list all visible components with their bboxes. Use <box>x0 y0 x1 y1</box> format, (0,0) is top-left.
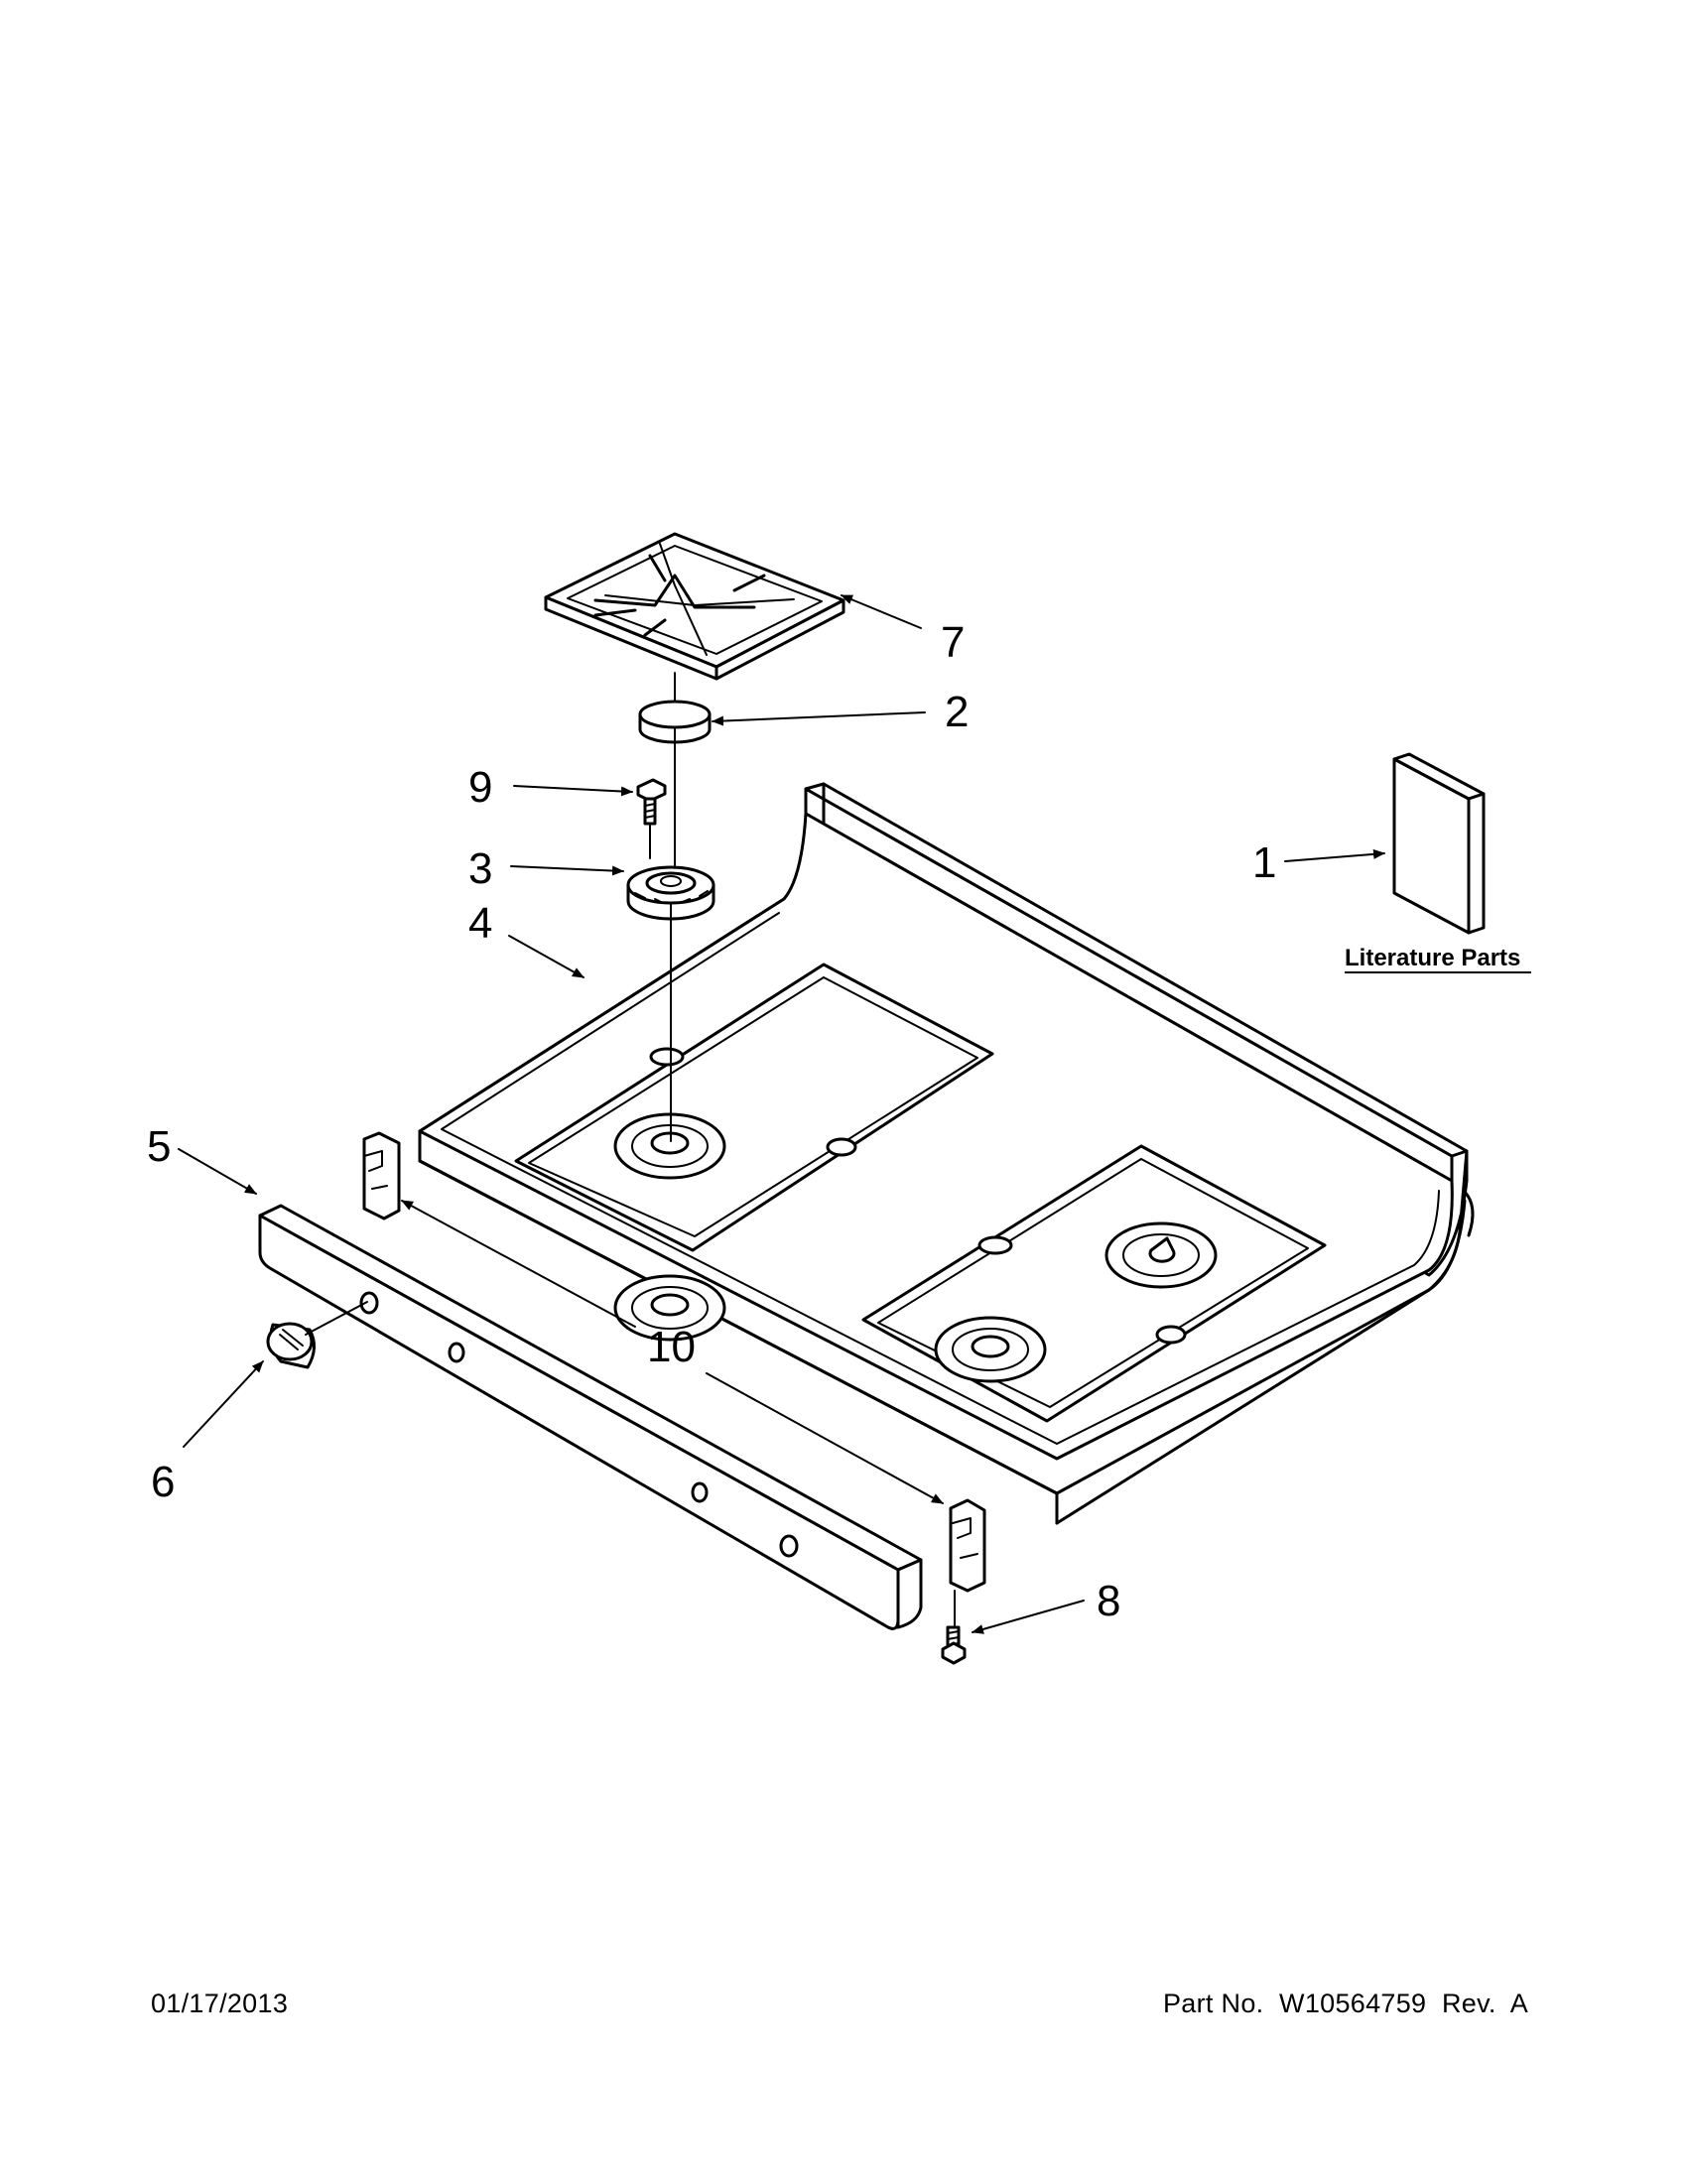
literature-part <box>1392 752 1486 935</box>
callout-9: 9 <box>468 763 492 812</box>
leader-4 <box>508 935 584 978</box>
leader-10b <box>706 1372 944 1504</box>
callout-1: 1 <box>1252 838 1276 887</box>
callout-6: 6 <box>151 1458 175 1506</box>
callout-5: 5 <box>147 1122 171 1171</box>
screw-part-9 <box>636 778 667 826</box>
callout-4: 4 <box>468 899 492 948</box>
grate-part <box>544 532 845 681</box>
leader-5 <box>178 1148 257 1195</box>
burner-cap-part <box>638 700 712 744</box>
leader-3 <box>510 865 624 876</box>
leader-1 <box>1284 848 1385 862</box>
callout-leaders <box>178 594 1385 1634</box>
leader-10a <box>401 1200 636 1328</box>
knob-part <box>266 1322 316 1369</box>
leader-2 <box>712 711 926 726</box>
leader-9 <box>513 785 633 797</box>
leader-8 <box>972 1600 1085 1634</box>
footer-part-number: Part No. W10564759 Rev. A <box>1163 1989 1529 2018</box>
footer-date: 01/17/2013 <box>151 1989 289 2018</box>
callout-10: 10 <box>647 1323 696 1371</box>
callout-2: 2 <box>945 688 969 736</box>
bracket-left-part <box>362 1131 401 1220</box>
explode-lines <box>305 672 956 1626</box>
literature-parts-label: Literature Parts <box>1345 945 1520 971</box>
burner-base-part <box>626 865 715 921</box>
screw-part-8 <box>941 1625 967 1665</box>
cooktop-part <box>418 782 1475 1525</box>
callout-8: 8 <box>1097 1577 1120 1625</box>
bracket-right-part <box>949 1498 986 1593</box>
callout-7: 7 <box>941 618 965 667</box>
leader-6 <box>183 1360 264 1448</box>
callout-3: 3 <box>468 844 492 893</box>
leader-7 <box>841 594 922 629</box>
manifold-panel-part <box>258 1204 923 1630</box>
